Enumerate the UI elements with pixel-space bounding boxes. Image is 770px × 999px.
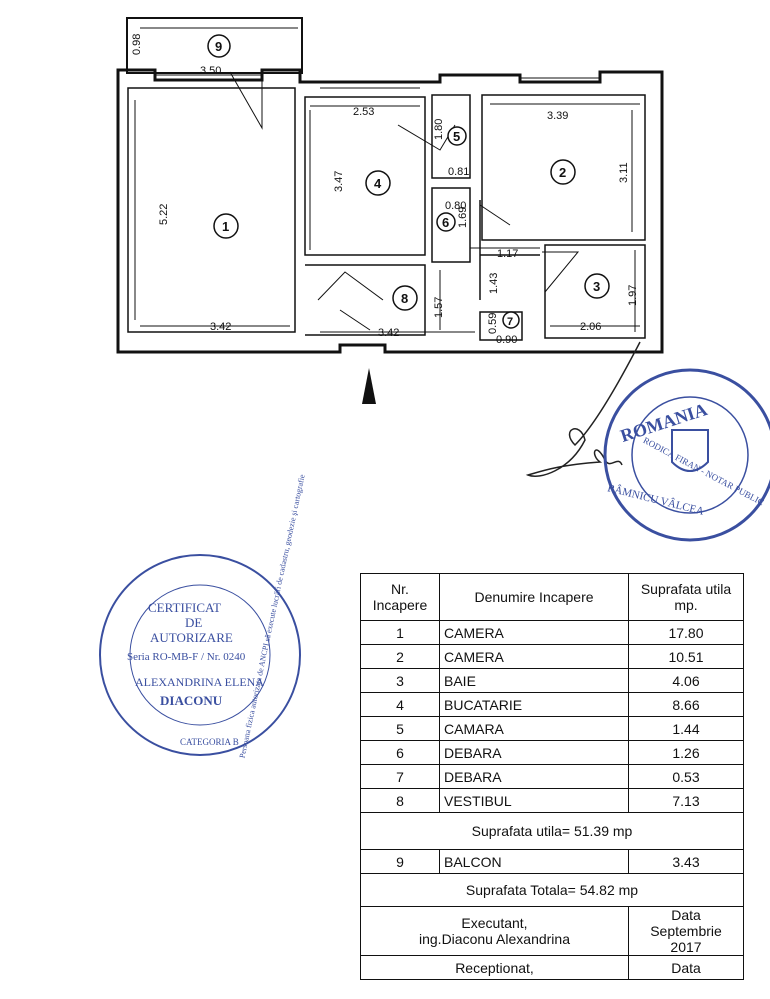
dim-room5-w: 0.81 bbox=[448, 166, 469, 178]
room-4-outline bbox=[304, 96, 426, 256]
dim-balcony-w: 3.50 bbox=[200, 65, 221, 77]
balcony-row: 9 BALCON 3.43 bbox=[360, 849, 744, 874]
coat-of-arms-icon bbox=[671, 429, 709, 472]
dim-room7-h: 0.59 bbox=[487, 313, 499, 334]
entrance-arrow-icon bbox=[362, 368, 376, 404]
header-name: Denumire Incapere bbox=[439, 573, 629, 621]
dim-room4-h: 3.47 bbox=[333, 171, 345, 192]
table-row: 7 DEBARA 0.53 bbox=[360, 764, 744, 789]
room-label-3: 3 bbox=[593, 279, 600, 294]
executant-name: ing.Diaconu Alexandrina bbox=[419, 931, 570, 947]
svg-text:CERTIFICAT: CERTIFICAT bbox=[148, 600, 221, 615]
svg-text:Persoana fizica autorizata de: Persoana fizica autorizata de ANCPI să e… bbox=[238, 473, 307, 759]
date-value: Septembrie 2017 bbox=[650, 923, 722, 955]
date-label: Data bbox=[671, 907, 701, 923]
dim-hall-a: 1.17 bbox=[497, 248, 518, 260]
table-row: 3 BAIE 4.06 bbox=[360, 668, 744, 693]
dim-room7-w: 0.90 bbox=[496, 334, 517, 346]
table-row: 8 VESTIBUL 7.13 bbox=[360, 788, 744, 813]
outer-wall bbox=[116, 68, 664, 354]
svg-text:ALEXANDRINA ELENA: ALEXANDRINA ELENA bbox=[135, 675, 264, 689]
dim-room2-w: 3.39 bbox=[547, 110, 568, 122]
dim-room1-w: 3.42 bbox=[210, 321, 231, 333]
svg-text:CATEGORIA B: CATEGORIA B bbox=[180, 737, 239, 747]
executant-row: Executant, ing.Diaconu Alexandrina Data … bbox=[360, 906, 744, 956]
room-5-outline bbox=[431, 94, 471, 179]
receptionat-label: Receptionat, bbox=[360, 955, 629, 980]
svg-text:DIACONU: DIACONU bbox=[160, 693, 223, 708]
dim-room3-h: 1.97 bbox=[627, 285, 639, 306]
dim-balcony-h: 0.98 bbox=[131, 34, 143, 55]
notary-stamp: ROMANIA RODICA FIRAN - NOTAR PUBLIC RÂMN… bbox=[603, 368, 770, 542]
room-label-2: 2 bbox=[559, 165, 566, 180]
balcony-outline bbox=[126, 17, 303, 74]
dim-room6-h: 1.69 bbox=[457, 207, 469, 228]
signature bbox=[525, 341, 641, 477]
executant-label: Executant, bbox=[461, 915, 528, 931]
dim-room2-h: 3.11 bbox=[618, 162, 630, 183]
svg-text:AUTORIZARE: AUTORIZARE bbox=[150, 630, 233, 645]
dim-room6-w: 0.80 bbox=[445, 200, 466, 212]
room-label-8: 8 bbox=[401, 291, 408, 306]
svg-text:Seria RO-MB-F / Nr. 0240: Seria RO-MB-F / Nr. 0240 bbox=[127, 651, 246, 663]
date-label-2: Data bbox=[628, 955, 744, 980]
table-row: 1 CAMERA 17.80 bbox=[360, 620, 744, 645]
room-label-7: 7 bbox=[507, 316, 513, 328]
dim-room4-w: 2.53 bbox=[353, 106, 374, 118]
room-1-outline bbox=[127, 87, 296, 333]
svg-text:DE: DE bbox=[185, 615, 202, 630]
dim-hall-b: 1.43 bbox=[488, 273, 500, 294]
header-nr: Nr. Incapere bbox=[360, 573, 440, 621]
table-header-row: Nr. Incapere Denumire Incapere Suprafata… bbox=[360, 573, 744, 621]
certificate-stamp: Persoana fizica autorizata de ANCPI să e… bbox=[99, 473, 307, 759]
room-label-9: 9 bbox=[215, 39, 222, 54]
room-label-4: 4 bbox=[374, 176, 382, 191]
receptionat-row: Receptionat, Data bbox=[360, 955, 744, 980]
grand-total-row: Suprafata Totala= 54.82 mp bbox=[360, 873, 744, 907]
room-label-5: 5 bbox=[453, 129, 460, 144]
dim-room1-h: 5.22 bbox=[158, 204, 170, 225]
svg-text:ROMANIA: ROMANIA bbox=[618, 399, 710, 446]
table-row: 6 DEBARA 1.26 bbox=[360, 740, 744, 765]
room-2-outline bbox=[481, 94, 646, 241]
room-label-6: 6 bbox=[442, 215, 449, 230]
dim-room3-w: 2.06 bbox=[580, 321, 601, 333]
svg-text:RÂMNICU VÂLCEA: RÂMNICU VÂLCEA bbox=[606, 482, 705, 518]
room-label-1: 1 bbox=[222, 219, 229, 234]
dim-room5-h: 1.80 bbox=[433, 119, 445, 140]
dim-room8-w: 3.42 bbox=[378, 327, 399, 339]
table-row: 4 BUCATARIE 8.66 bbox=[360, 692, 744, 717]
table-row: 5 CAMARA 1.44 bbox=[360, 716, 744, 741]
room-3-outline bbox=[544, 244, 646, 339]
room-6-outline bbox=[431, 187, 471, 263]
useful-total-row: Suprafata utila= 51.39 mp bbox=[360, 812, 744, 850]
table-row: 2 CAMERA 10.51 bbox=[360, 644, 744, 669]
rooms-table: Nr. Incapere Denumire Incapere Suprafata… bbox=[360, 573, 744, 980]
header-area: Suprafata utila mp. bbox=[628, 573, 744, 621]
dim-room8-h: 1.57 bbox=[433, 297, 445, 318]
